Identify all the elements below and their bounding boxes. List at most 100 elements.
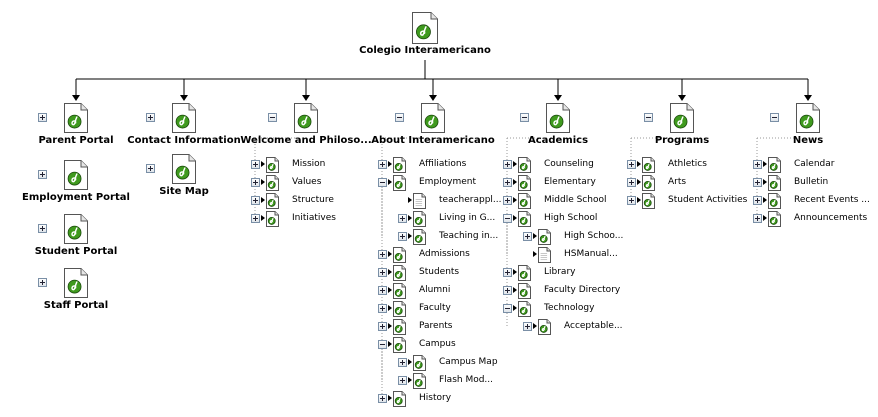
collapse-toggle[interactable]: [378, 178, 387, 187]
expand-toggle[interactable]: [378, 250, 387, 259]
expand-toggle[interactable]: [503, 178, 512, 187]
collapse-toggle[interactable]: [644, 113, 653, 122]
expand-toggle[interactable]: [753, 160, 762, 169]
programs-page-icon: [670, 103, 694, 137]
expand-toggle[interactable]: [378, 160, 387, 169]
tree-arrow-icon: [388, 323, 392, 329]
welcome-and-philoso-page-icon: [294, 103, 318, 137]
expand-toggle[interactable]: [503, 268, 512, 277]
expand-toggle[interactable]: [503, 196, 512, 205]
tree-item-label: Calendar: [794, 159, 835, 169]
expand-toggle[interactable]: [753, 178, 762, 187]
expand-toggle[interactable]: [503, 286, 512, 295]
expand-toggle[interactable]: [251, 196, 260, 205]
tree-item-label: Announcements: [794, 213, 868, 223]
tree-item-label: History: [419, 393, 452, 403]
expand-toggle[interactable]: [38, 170, 47, 179]
expand-toggle[interactable]: [627, 196, 636, 205]
page-icon: [518, 211, 531, 231]
expand-toggle[interactable]: [251, 214, 260, 223]
expand-toggle[interactable]: [523, 322, 532, 331]
tree-arrow-icon: [513, 161, 517, 167]
academics-label: Academics: [527, 135, 589, 146]
about-interamericano-label: About Interamericano: [371, 135, 495, 146]
expand-toggle[interactable]: [38, 278, 47, 287]
page-icon: [393, 391, 406, 411]
tree-item-label: Campus Map: [439, 357, 498, 367]
tree-arrow-icon: [261, 215, 265, 221]
expand-toggle[interactable]: [398, 214, 407, 223]
tree-arrow-icon: [513, 179, 517, 185]
expand-toggle[interactable]: [753, 196, 762, 205]
collapse-toggle[interactable]: [520, 113, 529, 122]
page-icon: [266, 211, 279, 231]
tree-arrow-icon: [513, 215, 517, 221]
connector-arrowhead: [180, 95, 188, 101]
about-interamericano-page-icon: [421, 103, 445, 137]
expand-toggle[interactable]: [146, 164, 155, 173]
expand-toggle[interactable]: [378, 394, 387, 403]
expand-toggle[interactable]: [753, 214, 762, 223]
welcome-and-philoso-label: Welcome and Philoso...: [240, 135, 372, 146]
connector-arrowhead: [72, 95, 80, 101]
expand-toggle[interactable]: [398, 376, 407, 385]
page-icon: [413, 229, 426, 249]
tree-arrow-icon: [388, 395, 392, 401]
page-icon: [768, 211, 781, 231]
page-icon: [393, 247, 406, 267]
tree-arrow-icon: [408, 215, 412, 221]
expand-toggle[interactable]: [251, 160, 260, 169]
tree-arrow-icon: [261, 197, 265, 203]
expand-toggle[interactable]: [398, 358, 407, 367]
collapse-toggle[interactable]: [268, 113, 277, 122]
tree-arrow-icon: [388, 287, 392, 293]
page-icon: [768, 193, 781, 213]
expand-toggle[interactable]: [378, 286, 387, 295]
tree-item-label: Employment: [419, 177, 477, 187]
expand-toggle[interactable]: [378, 322, 387, 331]
expand-toggle[interactable]: [378, 304, 387, 313]
page-icon: [518, 175, 531, 195]
tree-item-label: Affiliations: [419, 159, 467, 169]
tree-arrow-icon: [513, 305, 517, 311]
collapse-toggle[interactable]: [395, 113, 404, 122]
tree-item-label: Faculty Directory: [544, 285, 621, 295]
tree-arrow-icon: [388, 305, 392, 311]
collapse-toggle[interactable]: [503, 304, 512, 313]
page-icon: [266, 193, 279, 213]
tree-item-label: Bulletin: [794, 177, 829, 187]
collapse-toggle[interactable]: [503, 214, 512, 223]
document-icon: [413, 193, 426, 213]
expand-toggle[interactable]: [627, 160, 636, 169]
collapse-toggle[interactable]: [378, 340, 387, 349]
expand-toggle[interactable]: [38, 224, 47, 233]
expand-toggle[interactable]: [503, 160, 512, 169]
tree-arrow-icon: [388, 161, 392, 167]
page-icon: [518, 157, 531, 177]
tree-item-label: Recent Events ...: [794, 195, 870, 205]
tree-item-label: Faculty: [419, 303, 451, 313]
tree-item-label: Arts: [668, 177, 687, 187]
connector-arrowhead: [302, 95, 310, 101]
tree-arrow-icon: [388, 251, 392, 257]
site-map-page-icon: [172, 154, 196, 188]
page-icon: [393, 157, 406, 177]
expand-toggle[interactable]: [146, 113, 155, 122]
tree-item-label: High School: [544, 213, 598, 223]
expand-toggle[interactable]: [38, 113, 47, 122]
expand-toggle[interactable]: [523, 232, 532, 241]
student-portal-page-icon: [64, 214, 88, 248]
root-label: Colegio Interamericano: [359, 45, 491, 56]
page-icon: [538, 319, 551, 339]
expand-toggle[interactable]: [378, 268, 387, 277]
site-map-label: Site Map: [159, 186, 209, 197]
page-icon: [393, 337, 406, 357]
connector-arrowhead: [678, 95, 686, 101]
collapse-toggle[interactable]: [770, 113, 779, 122]
tree-arrow-icon: [763, 215, 767, 221]
expand-toggle[interactable]: [251, 178, 260, 187]
parent-portal-label: Parent Portal: [38, 135, 114, 146]
expand-toggle[interactable]: [627, 178, 636, 187]
student-portal-label: Student Portal: [34, 246, 118, 257]
expand-toggle[interactable]: [398, 232, 407, 241]
